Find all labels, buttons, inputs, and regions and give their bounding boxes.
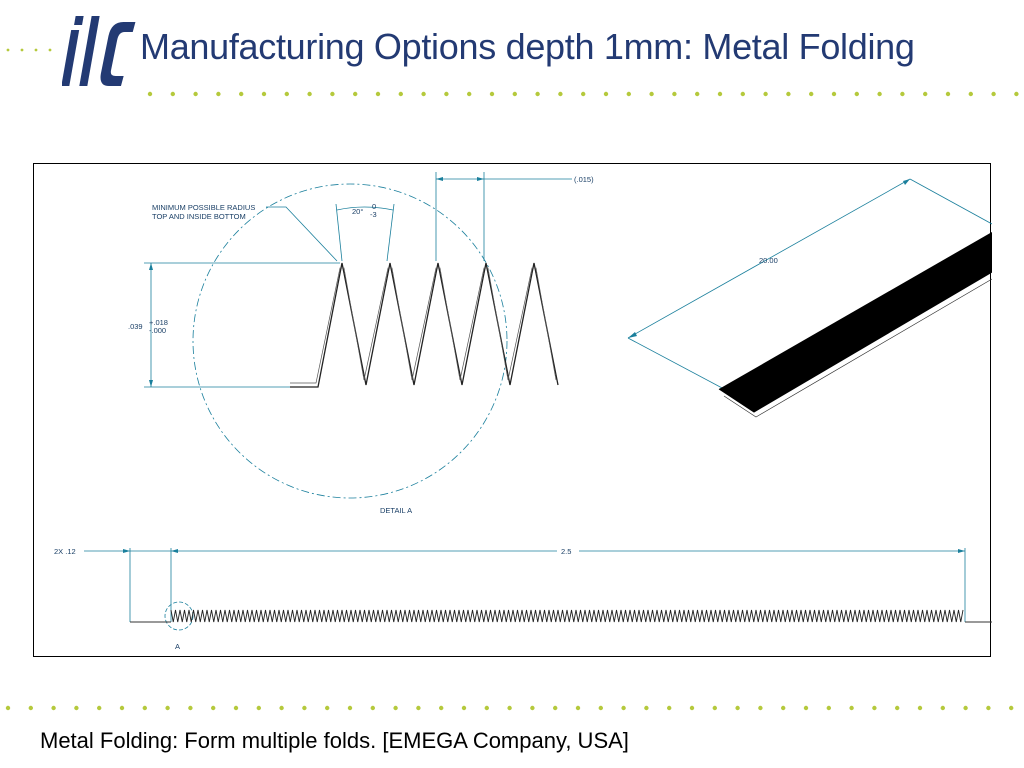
detail-ref-label: A xyxy=(175,642,180,651)
bottom-dotted-rule xyxy=(5,705,1014,711)
height-tol-upper: +.018 xyxy=(149,318,168,327)
fold-profile-detail xyxy=(290,262,559,388)
strip-face xyxy=(719,232,992,412)
end-dim-label: 2X .12 xyxy=(54,547,76,556)
note-leader xyxy=(266,206,338,262)
overall-dim-label: 2.5 xyxy=(561,547,571,556)
angle-label: 20° xyxy=(352,207,363,216)
angle-tol-upper: 0 xyxy=(372,202,376,211)
fold-profile-full xyxy=(170,609,964,623)
fold-profile-detail-inner xyxy=(290,267,557,384)
title-left-dots xyxy=(6,48,52,52)
slide-title: Manufacturing Options depth 1mm: Metal F… xyxy=(140,26,915,67)
detail-label: DETAIL A xyxy=(380,506,412,515)
angle-tol-lower: -3 xyxy=(370,210,377,219)
note-line2: TOP AND INSIDE BOTTOM xyxy=(152,212,246,221)
height-label: .039 xyxy=(128,322,143,331)
detail-circle xyxy=(192,183,508,499)
height-tol-lower: -.000 xyxy=(149,326,166,335)
ilc-logo xyxy=(61,14,140,90)
top-dotted-rule xyxy=(147,91,1019,97)
drawing-svg: MINIMUM POSSIBLE RADIUS TOP AND INSIDE B… xyxy=(54,172,992,651)
length-dim-label: 20.00 xyxy=(759,256,778,265)
pitch-label: (.015) xyxy=(574,175,594,184)
note-line1: MINIMUM POSSIBLE RADIUS xyxy=(152,203,255,212)
technical-drawing: MINIMUM POSSIBLE RADIUS TOP AND INSIDE B… xyxy=(33,163,992,657)
slide-caption: Metal Folding: Form multiple folds. [EME… xyxy=(40,728,629,753)
